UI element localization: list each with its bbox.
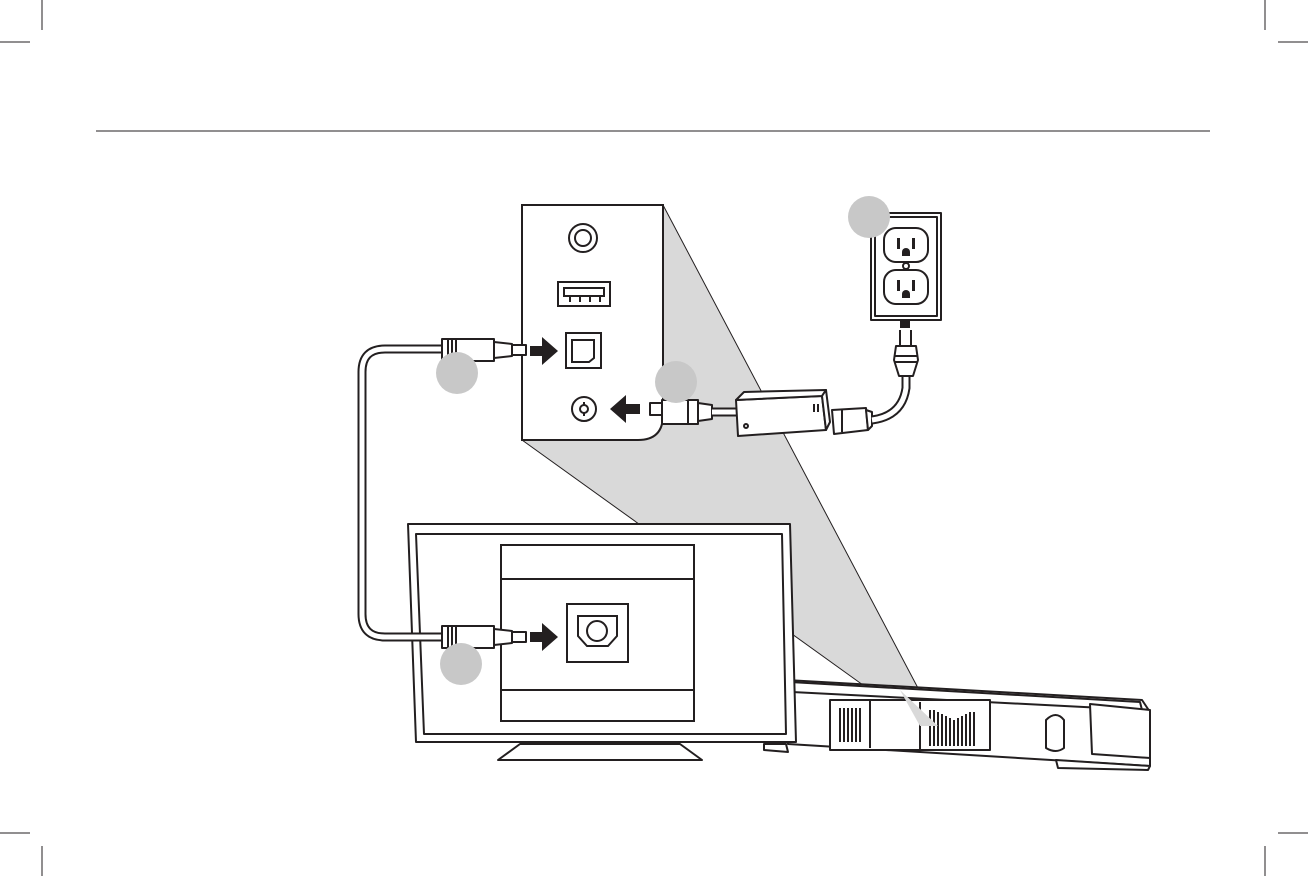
step-marker-1 — [436, 352, 478, 394]
power-adapter — [736, 390, 830, 436]
optical-port — [566, 333, 601, 368]
tv-optical-port — [567, 604, 628, 662]
step-marker-2 — [655, 361, 697, 403]
ac-connector — [832, 408, 872, 434]
usb-port — [558, 282, 610, 306]
step-marker-3 — [848, 196, 890, 238]
power-plug — [894, 330, 918, 376]
step-marker-4 — [440, 643, 482, 685]
aux-jack — [569, 224, 597, 252]
dc-power-jack — [572, 397, 596, 421]
